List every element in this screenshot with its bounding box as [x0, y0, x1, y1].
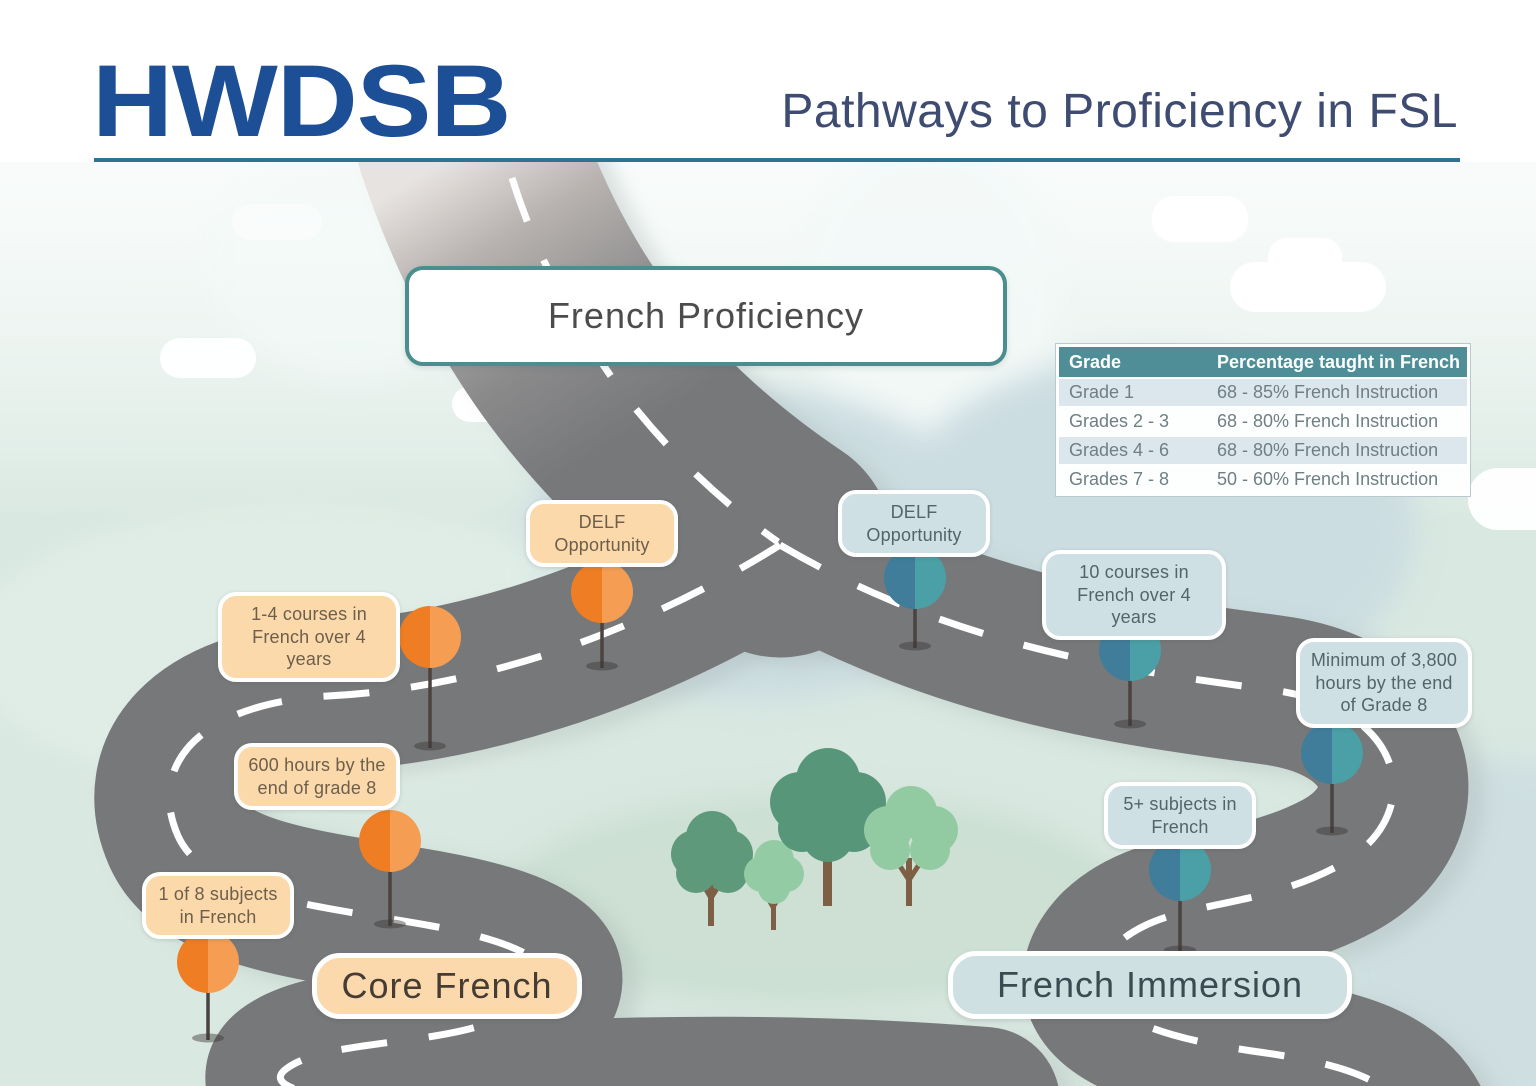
- cell-grade: Grades 7 - 8: [1069, 469, 1170, 489]
- table-row: Grades 7 - 8 50 - 60% French Instruction: [1059, 466, 1467, 493]
- trees: [671, 748, 958, 930]
- cell-grade: Grades 4 - 6: [1069, 440, 1170, 460]
- map-pin-icon: [884, 547, 946, 609]
- core-french-text: Core French: [341, 965, 553, 1006]
- cell-percentage: 50 - 60% French Instruction: [1217, 469, 1439, 489]
- column-header-percentage: Percentage taught in French: [1217, 351, 1461, 372]
- table-header-row: Grade Percentage taught in French: [1059, 347, 1467, 377]
- header-divider: [94, 158, 1460, 162]
- milestone-badge-immersion-courses: 10 courses in French over 4 years: [1042, 550, 1226, 640]
- cell-percentage: 68 - 80% French Instruction: [1217, 440, 1439, 460]
- tree-icon: [864, 786, 958, 906]
- map-pin-icon: [177, 931, 239, 993]
- table-row: Grades 2 - 3 68 - 80% French Instruction: [1059, 408, 1467, 435]
- cell-percentage: 68 - 85% French Instruction: [1217, 382, 1439, 402]
- grade-percentage-table: Grade Percentage taught in French Grade …: [1055, 343, 1471, 497]
- milestone-badge-immersion-delf: DELF Opportunity: [838, 490, 990, 557]
- map-pin-icon: [399, 606, 461, 668]
- milestone-badge-immersion-subjects: 5+ subjects in French: [1104, 782, 1256, 849]
- cell-grade: Grade 1: [1069, 382, 1135, 402]
- french-immersion-text: French Immersion: [996, 964, 1304, 1005]
- cloud-icon: [1230, 238, 1386, 312]
- milestone-badge-core-delf: DELF Opportunity: [526, 500, 678, 567]
- milestone-badge-core-courses: 1-4 courses in French over 4 years: [218, 592, 400, 682]
- cell-grade: Grades 2 - 3: [1069, 411, 1170, 431]
- cell-percentage: 68 - 80% French Instruction: [1217, 411, 1439, 431]
- table-row: Grade 1 68 - 85% French Instruction: [1059, 379, 1467, 406]
- page-title: Pathways to Proficiency in FSL: [781, 85, 1458, 138]
- column-header-grade: Grade: [1069, 351, 1122, 372]
- french-proficiency-box: French Proficiency: [405, 266, 1007, 366]
- tree-icon: [770, 748, 886, 906]
- milestone-badge-core-subjects: 1 of 8 subjects in French: [142, 872, 294, 939]
- core-french-label: Core French: [312, 953, 582, 1019]
- map-pin-icon: [571, 561, 633, 623]
- cloud-icon: [232, 204, 322, 240]
- table-row: Grades 4 - 6 68 - 80% French Instruction: [1059, 437, 1467, 464]
- french-proficiency-label: French Proficiency: [547, 295, 865, 336]
- cloud-icon: [1468, 468, 1536, 530]
- cloud-icon: [1152, 196, 1248, 242]
- map-pin-icon: [1149, 839, 1211, 901]
- map-pin-icon: [1301, 722, 1363, 784]
- cloud-icon: [160, 338, 256, 378]
- tree-icon: [671, 811, 753, 926]
- hwdsb-logo: HWDSB: [92, 44, 511, 158]
- pin-stem-bases: [192, 641, 1348, 1043]
- page-header: HWDSB Pathways to Proficiency in FSL: [0, 0, 1536, 162]
- milestone-badge-core-hours: 600 hours by the end of grade 8: [234, 743, 400, 810]
- milestone-badge-immersion-hours: Minimum of 3,800 hours by the end of Gra…: [1296, 638, 1472, 728]
- tree-icon: [744, 840, 804, 930]
- french-immersion-label: French Immersion: [948, 951, 1352, 1019]
- map-pin-icon: [359, 810, 421, 872]
